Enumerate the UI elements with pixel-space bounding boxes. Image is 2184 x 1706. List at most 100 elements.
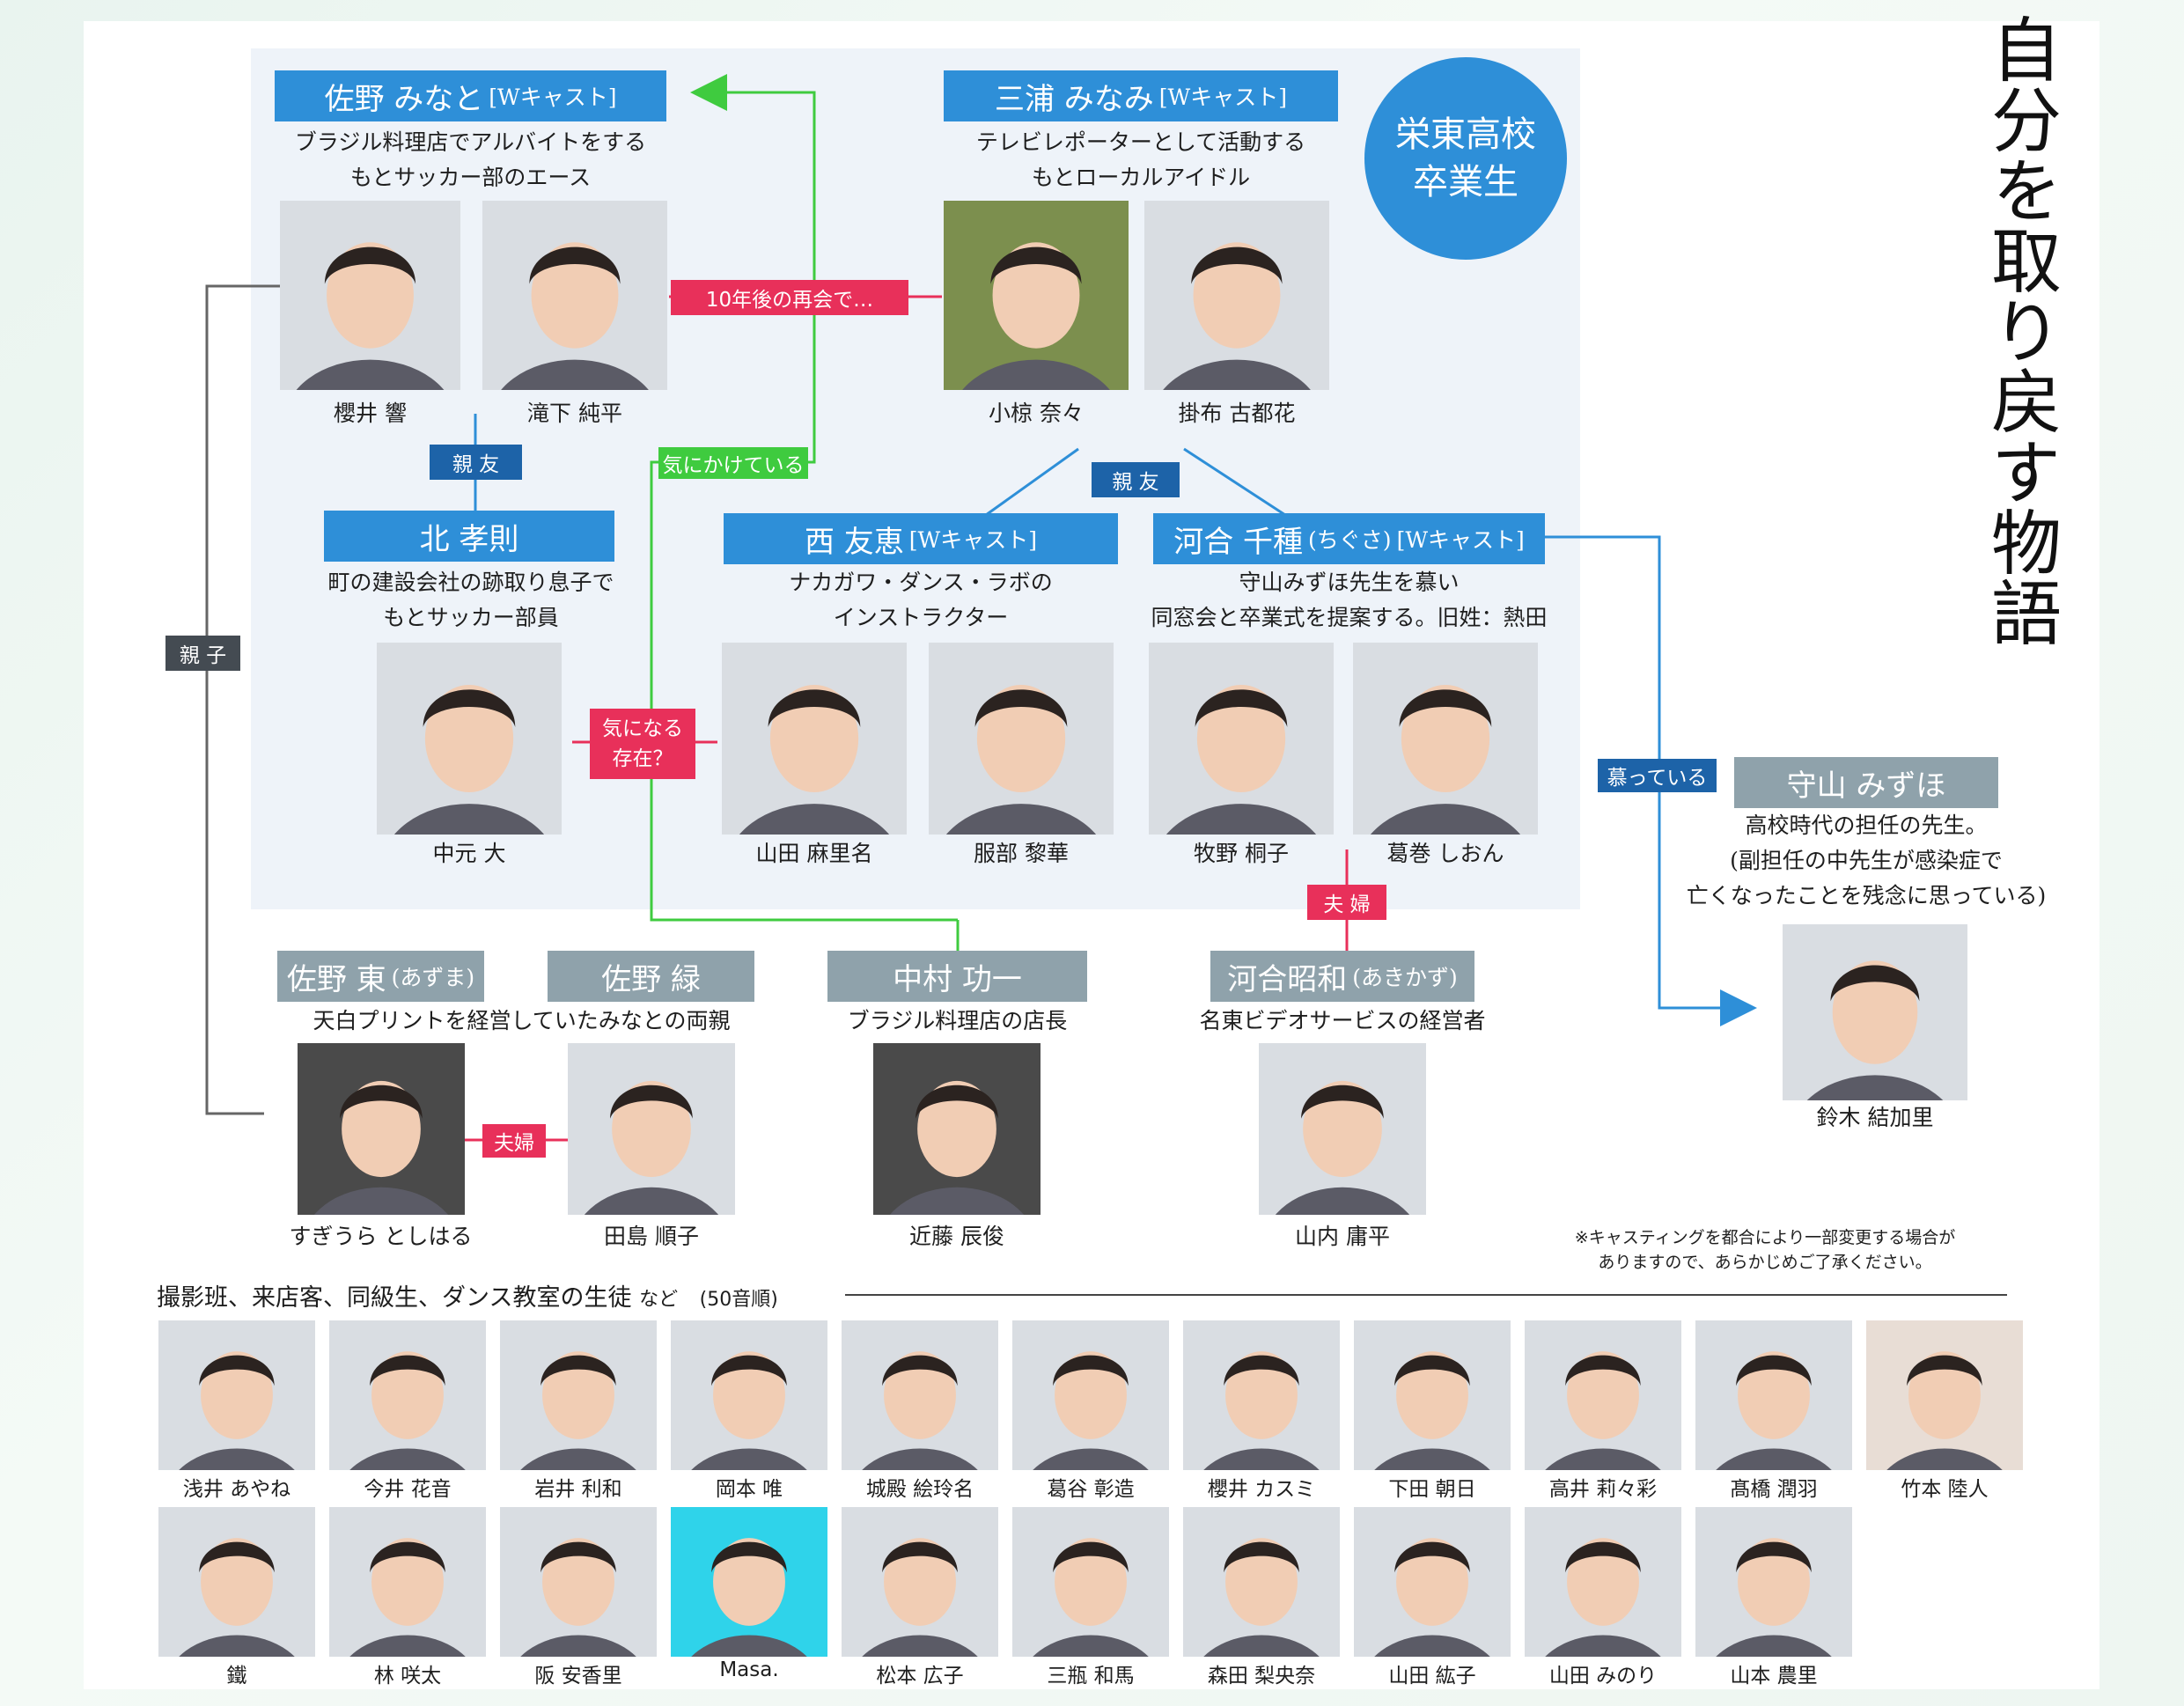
badge-line-2: 卒業生	[1413, 162, 1519, 202]
role-header-moriyama: 守山 みずほ	[1734, 757, 1998, 808]
actor-photo	[298, 1043, 465, 1215]
desc-line: 町の建設会社の跡取り息子で	[327, 570, 614, 595]
role-desc-sano-minato: ブラジル料理店でアルバイトをする もとサッカー部のエース	[275, 125, 666, 195]
ensemble-name: 髙橋 潤羽	[1730, 1478, 1818, 1501]
actor-name: 櫻井 響	[334, 401, 407, 426]
relation-oyako: 親 子	[165, 636, 240, 671]
role-wcast: [Wキャスト]	[489, 85, 617, 110]
ensemble-photo	[329, 1320, 486, 1470]
ensemble-photo	[842, 1320, 998, 1470]
relation-kinikaketeiru: 気にかけている	[658, 447, 808, 479]
role-header-sano-azuma: 佐野 東 (あずま)	[277, 951, 484, 1002]
relation-shitatteiru: 慕っている	[1598, 759, 1717, 792]
relation-shinyu: 親 友	[430, 445, 522, 480]
ensemble-name: 山田 みのり	[1548, 1665, 1658, 1688]
ensemble-name: 岡本 唯	[715, 1478, 783, 1501]
desc-line: もとサッカー部員	[383, 605, 559, 630]
actor-photo	[568, 1043, 735, 1215]
actor-name: 田島 順子	[604, 1224, 699, 1249]
actor-photo	[1149, 643, 1334, 835]
actor-photo	[1353, 643, 1538, 835]
ensemble-photo	[1183, 1320, 1340, 1470]
actor-photo	[280, 201, 460, 390]
role-reading: (あずま)	[391, 965, 475, 990]
graduates-badge: 栄東高校 卒業生	[1364, 57, 1567, 260]
actor-photo	[873, 1043, 1041, 1215]
desc-line: ナカガワ・ダンス・ラボの	[789, 570, 1053, 595]
desc-line: もとサッカー部のエース	[349, 165, 592, 190]
ensemble-photo	[1695, 1320, 1852, 1470]
desc-line: インストラクター	[833, 605, 1009, 630]
ensemble-title-suffix: など	[639, 1289, 679, 1311]
divider	[845, 1294, 2007, 1296]
role-desc-miura-minami: テレビレポーターとして活動する もとローカルアイドル	[944, 125, 1338, 195]
ensemble-photo	[1866, 1320, 2023, 1470]
desc-line: 高校時代の担任の先生。	[1745, 813, 1988, 838]
ensemble-name: 三瓶 和馬	[1047, 1665, 1135, 1688]
relation-fuufu: 夫婦	[482, 1124, 546, 1158]
actor-name: 山内 庸平	[1295, 1224, 1390, 1249]
ensemble-name: 高井 莉々彩	[1548, 1478, 1658, 1501]
actor-name: 葛巻 しおん	[1386, 841, 1504, 866]
relation-reunion: 10年後の再会で…	[671, 280, 908, 315]
role-header-kita: 北 孝則	[324, 511, 614, 562]
ensemble-name: Masa.	[719, 1658, 779, 1681]
role-header-miura-minami: 三浦 みなみ [Wキャスト]	[944, 70, 1338, 121]
actor-name: 服部 黎華	[974, 841, 1069, 866]
ensemble-photo	[1525, 1507, 1681, 1657]
actor-name: 中元 大	[432, 841, 506, 866]
role-desc-moriyama: 高校時代の担任の先生。 (副担任の中先生が感染症で 亡くなったことを残念に思って…	[1686, 808, 2047, 914]
desc-line: (副担任の中先生が感染症で	[1730, 848, 2003, 873]
ensemble-photo	[1354, 1320, 1511, 1470]
ensemble-photo	[1525, 1320, 1681, 1470]
tag-line: 存在？	[612, 747, 673, 770]
ensemble-photo	[1183, 1507, 1340, 1657]
role-header-kawai-akikazu: 河合昭和 (あきかず)	[1210, 951, 1474, 1002]
ensemble-name: 今井 花音	[364, 1478, 452, 1501]
ensemble-name: 竹本 陸人	[1901, 1478, 1989, 1501]
relation-shinyu: 親 友	[1092, 462, 1180, 497]
role-wcast: [Wキャスト]	[908, 527, 1037, 553]
ensemble-photo	[1012, 1320, 1169, 1470]
ensemble-photo	[671, 1320, 827, 1470]
role-name: 中村 功一	[893, 961, 1022, 997]
ensemble-photo	[1012, 1507, 1169, 1657]
ensemble-title: 撮影班、来店客、同級生、ダンス教室の生徒 など (50音順)	[157, 1278, 778, 1313]
ensemble-name: 岩井 利和	[534, 1478, 622, 1501]
ensemble-photo	[671, 1507, 827, 1657]
actor-photo	[482, 201, 667, 390]
casting-note: ※キャスティングを都合により一部変更する場合が ありますので、あらかじめご了承く…	[1536, 1225, 1994, 1275]
ensemble-name: 下田 朝日	[1388, 1478, 1476, 1501]
ensemble-photo	[842, 1507, 998, 1657]
desc-line: 同窓会と卒業式を提案する。旧姓：熱田	[1151, 605, 1548, 630]
actor-photo	[1259, 1043, 1426, 1215]
poster-title: 自分を取り戻す物語	[1980, 13, 2062, 647]
ensemble-photo	[158, 1507, 315, 1657]
ensemble-order: (50音順)	[699, 1289, 778, 1311]
ensemble-photo	[329, 1507, 486, 1657]
desc-line: 亡くなったことを残念に思っている)	[1686, 883, 2047, 908]
ensemble-name: 森田 梨央奈	[1207, 1665, 1316, 1688]
ensemble-name: 林 咲太	[373, 1665, 442, 1688]
role-header-nishi: 西 友恵 [Wキャスト]	[724, 513, 1118, 564]
desc-line: 守山みずほ先生を慕い	[1239, 570, 1460, 595]
desc-line: ブラジル料理店でアルバイトをする	[294, 129, 647, 155]
desc-line: テレビレポーターとして活動する	[975, 129, 1306, 155]
relation-kininaru: 気になる 存在？	[590, 709, 695, 779]
role-header-kawai-chigusa: 河合 千種 (ちぐさ) [Wキャスト]	[1153, 513, 1545, 564]
ensemble-photo	[500, 1320, 657, 1470]
role-name: 守山 みずほ	[1786, 768, 1946, 804]
actor-photo	[1144, 201, 1329, 390]
ensemble-name: 葛谷 彰造	[1047, 1478, 1135, 1501]
role-header-sano-midori: 佐野 緑	[548, 951, 754, 1002]
actor-name: 鈴木 結加里	[1816, 1105, 1934, 1130]
desc-line: もとローカルアイドル	[1031, 165, 1251, 190]
ensemble-name: 城殿 絵玲名	[865, 1478, 974, 1501]
role-name: 河合 千種	[1173, 524, 1304, 560]
ensemble-name: 阪 安香里	[534, 1665, 622, 1688]
tag-line: 気になる	[602, 717, 683, 740]
actor-name: 山田 麻里名	[755, 841, 873, 866]
ensemble-photo	[500, 1507, 657, 1657]
actor-photo	[929, 643, 1114, 835]
role-name: 佐野 東	[286, 961, 386, 997]
